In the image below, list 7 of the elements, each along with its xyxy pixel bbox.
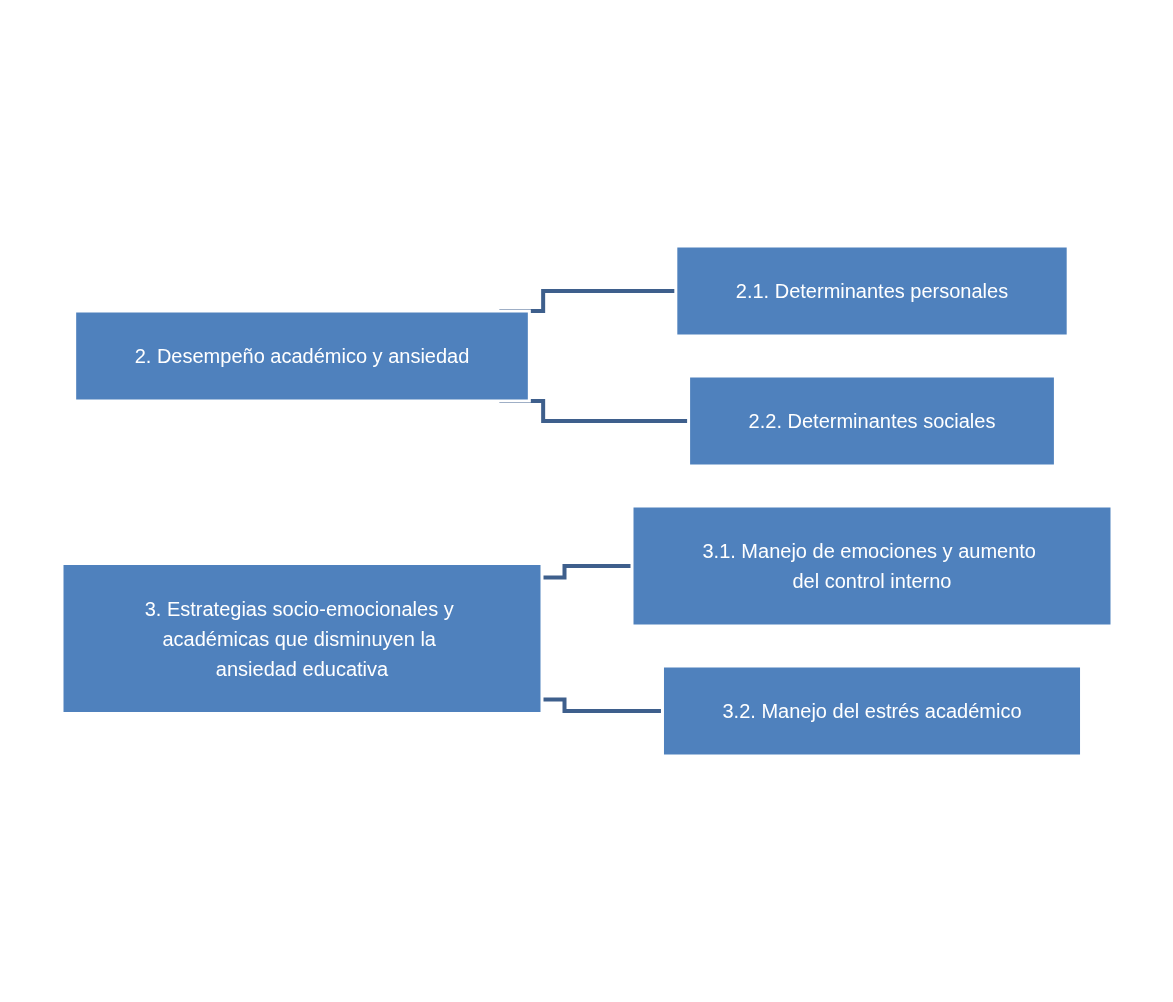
node-box: 3.1. Manejo de emociones y aumento del control interno bbox=[630, 504, 1113, 628]
node-box: 3. Estrategias socio-emocionales y académicas que disminuyen la ansiedad educativa bbox=[60, 562, 543, 715]
node-box: 2.1. Determinantes personales bbox=[673, 244, 1070, 338]
connector bbox=[541, 564, 632, 580]
node-box: 3.2. Manejo del estrés académico bbox=[660, 664, 1083, 758]
connector bbox=[541, 697, 662, 713]
node-box: 2.2. Determinantes sociales bbox=[686, 374, 1057, 468]
